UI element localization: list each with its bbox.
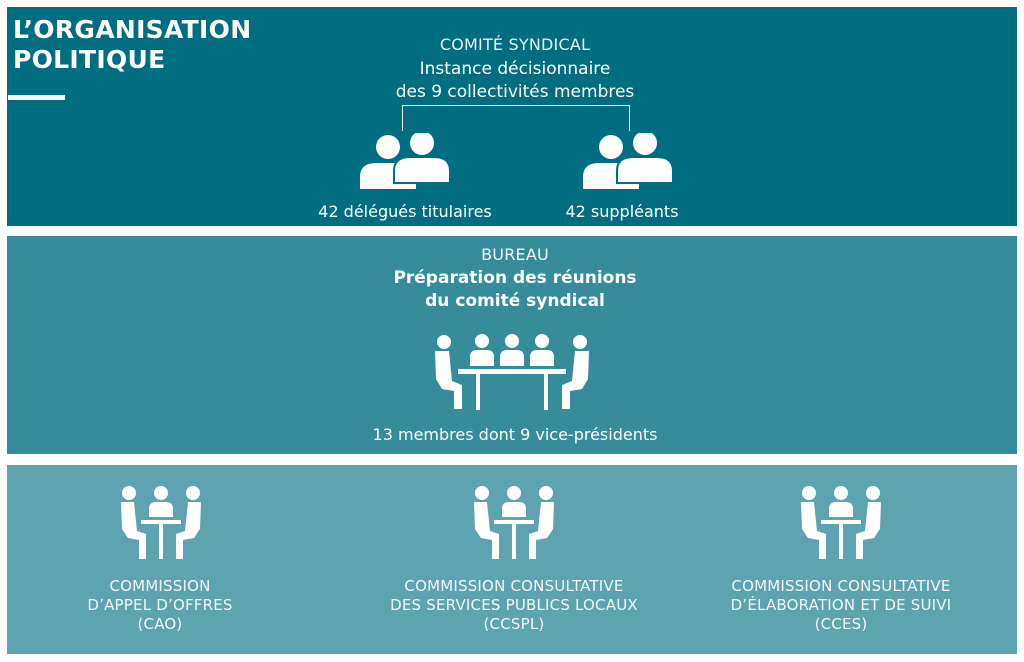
bureau-heading: BUREAU xyxy=(481,245,549,264)
bureau-panel: BUREAU Préparation des réunions du comit… xyxy=(7,236,1017,454)
page-title: L’ORGANISATION POLITIQUE xyxy=(13,15,251,75)
titulaires-label: 42 délégués titulaires xyxy=(318,202,492,221)
commission-cao-line2: D’APPEL D’OFFRES xyxy=(87,596,233,614)
suppleants-label: 42 suppléants xyxy=(565,202,679,221)
comite-line2: des 9 collectivités membres xyxy=(395,82,635,102)
commission-cces-line2: D’ÉLABORATION ET DE SUIVI xyxy=(730,596,952,614)
comite-line1: Instance décisionnaire xyxy=(419,59,611,79)
bracket-left-line xyxy=(402,105,403,131)
page-title-line1: L’ORGANISATION xyxy=(13,15,252,44)
people-pair-icon xyxy=(358,133,450,189)
commission-ccspl-line2: DES SERVICES PUBLICS LOCAUX xyxy=(390,596,638,614)
small-meeting-icon xyxy=(120,485,202,561)
bureau-line2: du comité syndical xyxy=(425,291,605,311)
commission-cao-line1: COMMISSION xyxy=(109,577,211,595)
bureau-members-label: 13 membres dont 9 vice-présidents xyxy=(372,425,658,444)
meeting-table-icon xyxy=(432,333,592,411)
commission-ccspl-line1: COMMISSION CONSULTATIVE xyxy=(404,577,624,595)
small-meeting-icon xyxy=(473,485,555,561)
commission-cao-line3: (CAO) xyxy=(137,615,183,633)
bureau-line1: Préparation des réunions xyxy=(393,268,637,288)
page-title-line2: POLITIQUE xyxy=(13,45,166,74)
bracket-horizontal-line xyxy=(402,105,630,106)
comite-heading: COMITÉ SYNDICAL xyxy=(439,35,591,54)
commission-cces-line3: (CCES) xyxy=(814,615,868,633)
commission-ccspl-line3: (CCSPL) xyxy=(483,615,545,633)
small-meeting-icon xyxy=(800,485,882,561)
title-underline xyxy=(8,95,65,100)
commission-cces-line1: COMMISSION CONSULTATIVE xyxy=(731,577,951,595)
bracket-right-line xyxy=(629,105,630,131)
commissions-panel: COMMISSION D’APPEL D’OFFRES (CAO) COMMIS… xyxy=(7,465,1017,654)
people-pair-icon xyxy=(581,133,673,189)
comite-syndical-panel: L’ORGANISATION POLITIQUE COMITÉ SYNDICAL… xyxy=(7,7,1017,226)
